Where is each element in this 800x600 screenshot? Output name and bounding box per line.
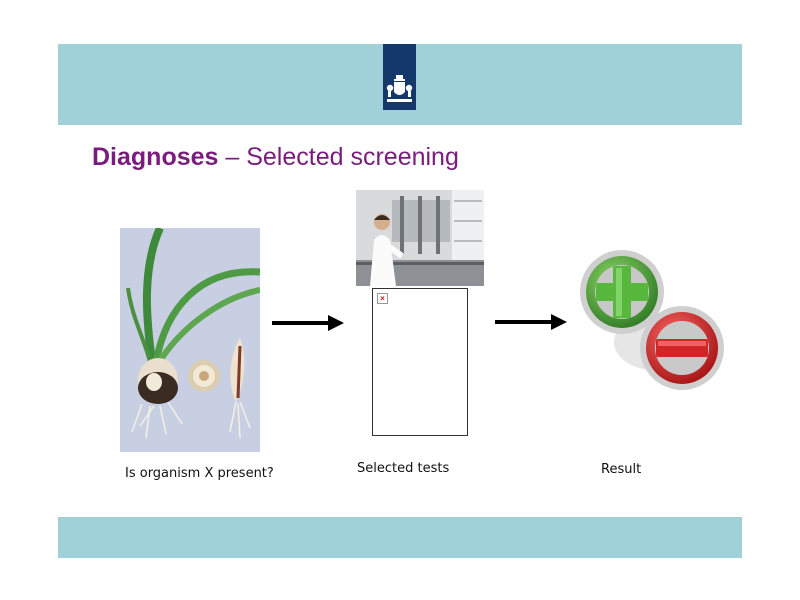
- title-bold: Diagnoses: [92, 143, 219, 171]
- coat-of-arms-icon: [386, 75, 413, 102]
- arrow-right-icon: [495, 314, 567, 335]
- bulb-plant-photo: [120, 228, 260, 452]
- plus-minus-icon: [580, 250, 724, 390]
- step-caption: Selected tests: [357, 461, 450, 476]
- arrow-right-icon: [272, 315, 344, 336]
- step-caption: Is organism X present?: [125, 466, 274, 481]
- government-logo: [383, 44, 416, 110]
- title-rest: – Selected screening: [218, 143, 459, 171]
- laboratory-photo: [356, 190, 484, 286]
- missing-image-placeholder: ×: [372, 288, 468, 436]
- step-caption: Result: [601, 462, 642, 477]
- broken-image-icon: ×: [377, 293, 388, 304]
- slide-title: Diagnoses – Selected screening: [92, 143, 459, 172]
- footer-band: [58, 517, 742, 558]
